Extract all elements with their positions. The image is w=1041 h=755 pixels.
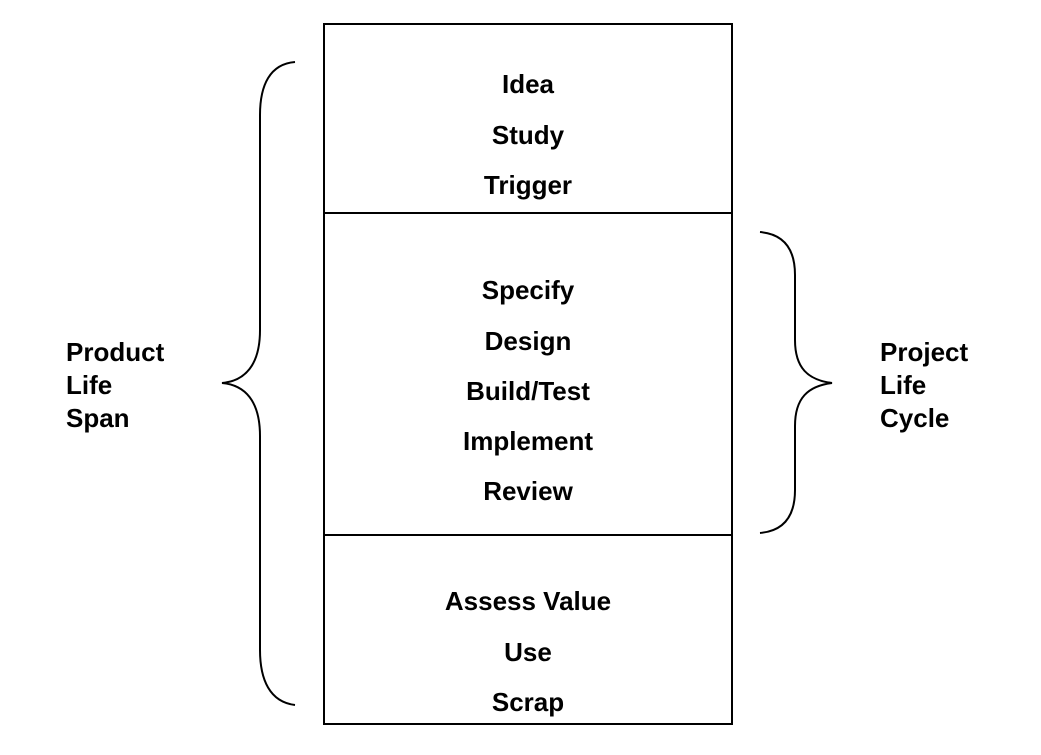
step-specify: Specify [481,275,575,305]
step-design: Design [484,326,572,356]
step-use: Use [504,637,552,667]
section-post-project: Assess Value Use Scrap [323,534,733,725]
step-idea: Idea [501,69,555,99]
step-build-test: Build/Test [466,376,590,406]
left-curly-brace [221,61,296,706]
step-scrap: Scrap [491,687,565,717]
product-life-span-label: Product Life Span [66,336,164,435]
step-implement: Implement [462,426,594,456]
right-label-line-1: Project [880,337,969,367]
step-review: Review [483,476,573,506]
step-study: Study [491,120,565,150]
section-pre-project: Idea Study Trigger [323,23,733,214]
right-curly-brace [759,231,833,534]
life-cycle-stack: Idea Study Trigger Specify Design Build/… [323,23,733,725]
section-project: Specify Design Build/Test Implement Revi… [323,212,733,536]
project-life-cycle-label: Project Life Cycle [880,336,968,435]
left-label-line-3: Span [66,403,130,433]
left-label-line-1: Product [66,337,165,367]
step-assess-value: Assess Value [444,586,612,616]
right-label-line-3: Cycle [880,403,950,433]
right-label-line-2: Life [880,370,927,400]
step-trigger: Trigger [483,170,573,200]
left-label-line-2: Life [66,370,113,400]
